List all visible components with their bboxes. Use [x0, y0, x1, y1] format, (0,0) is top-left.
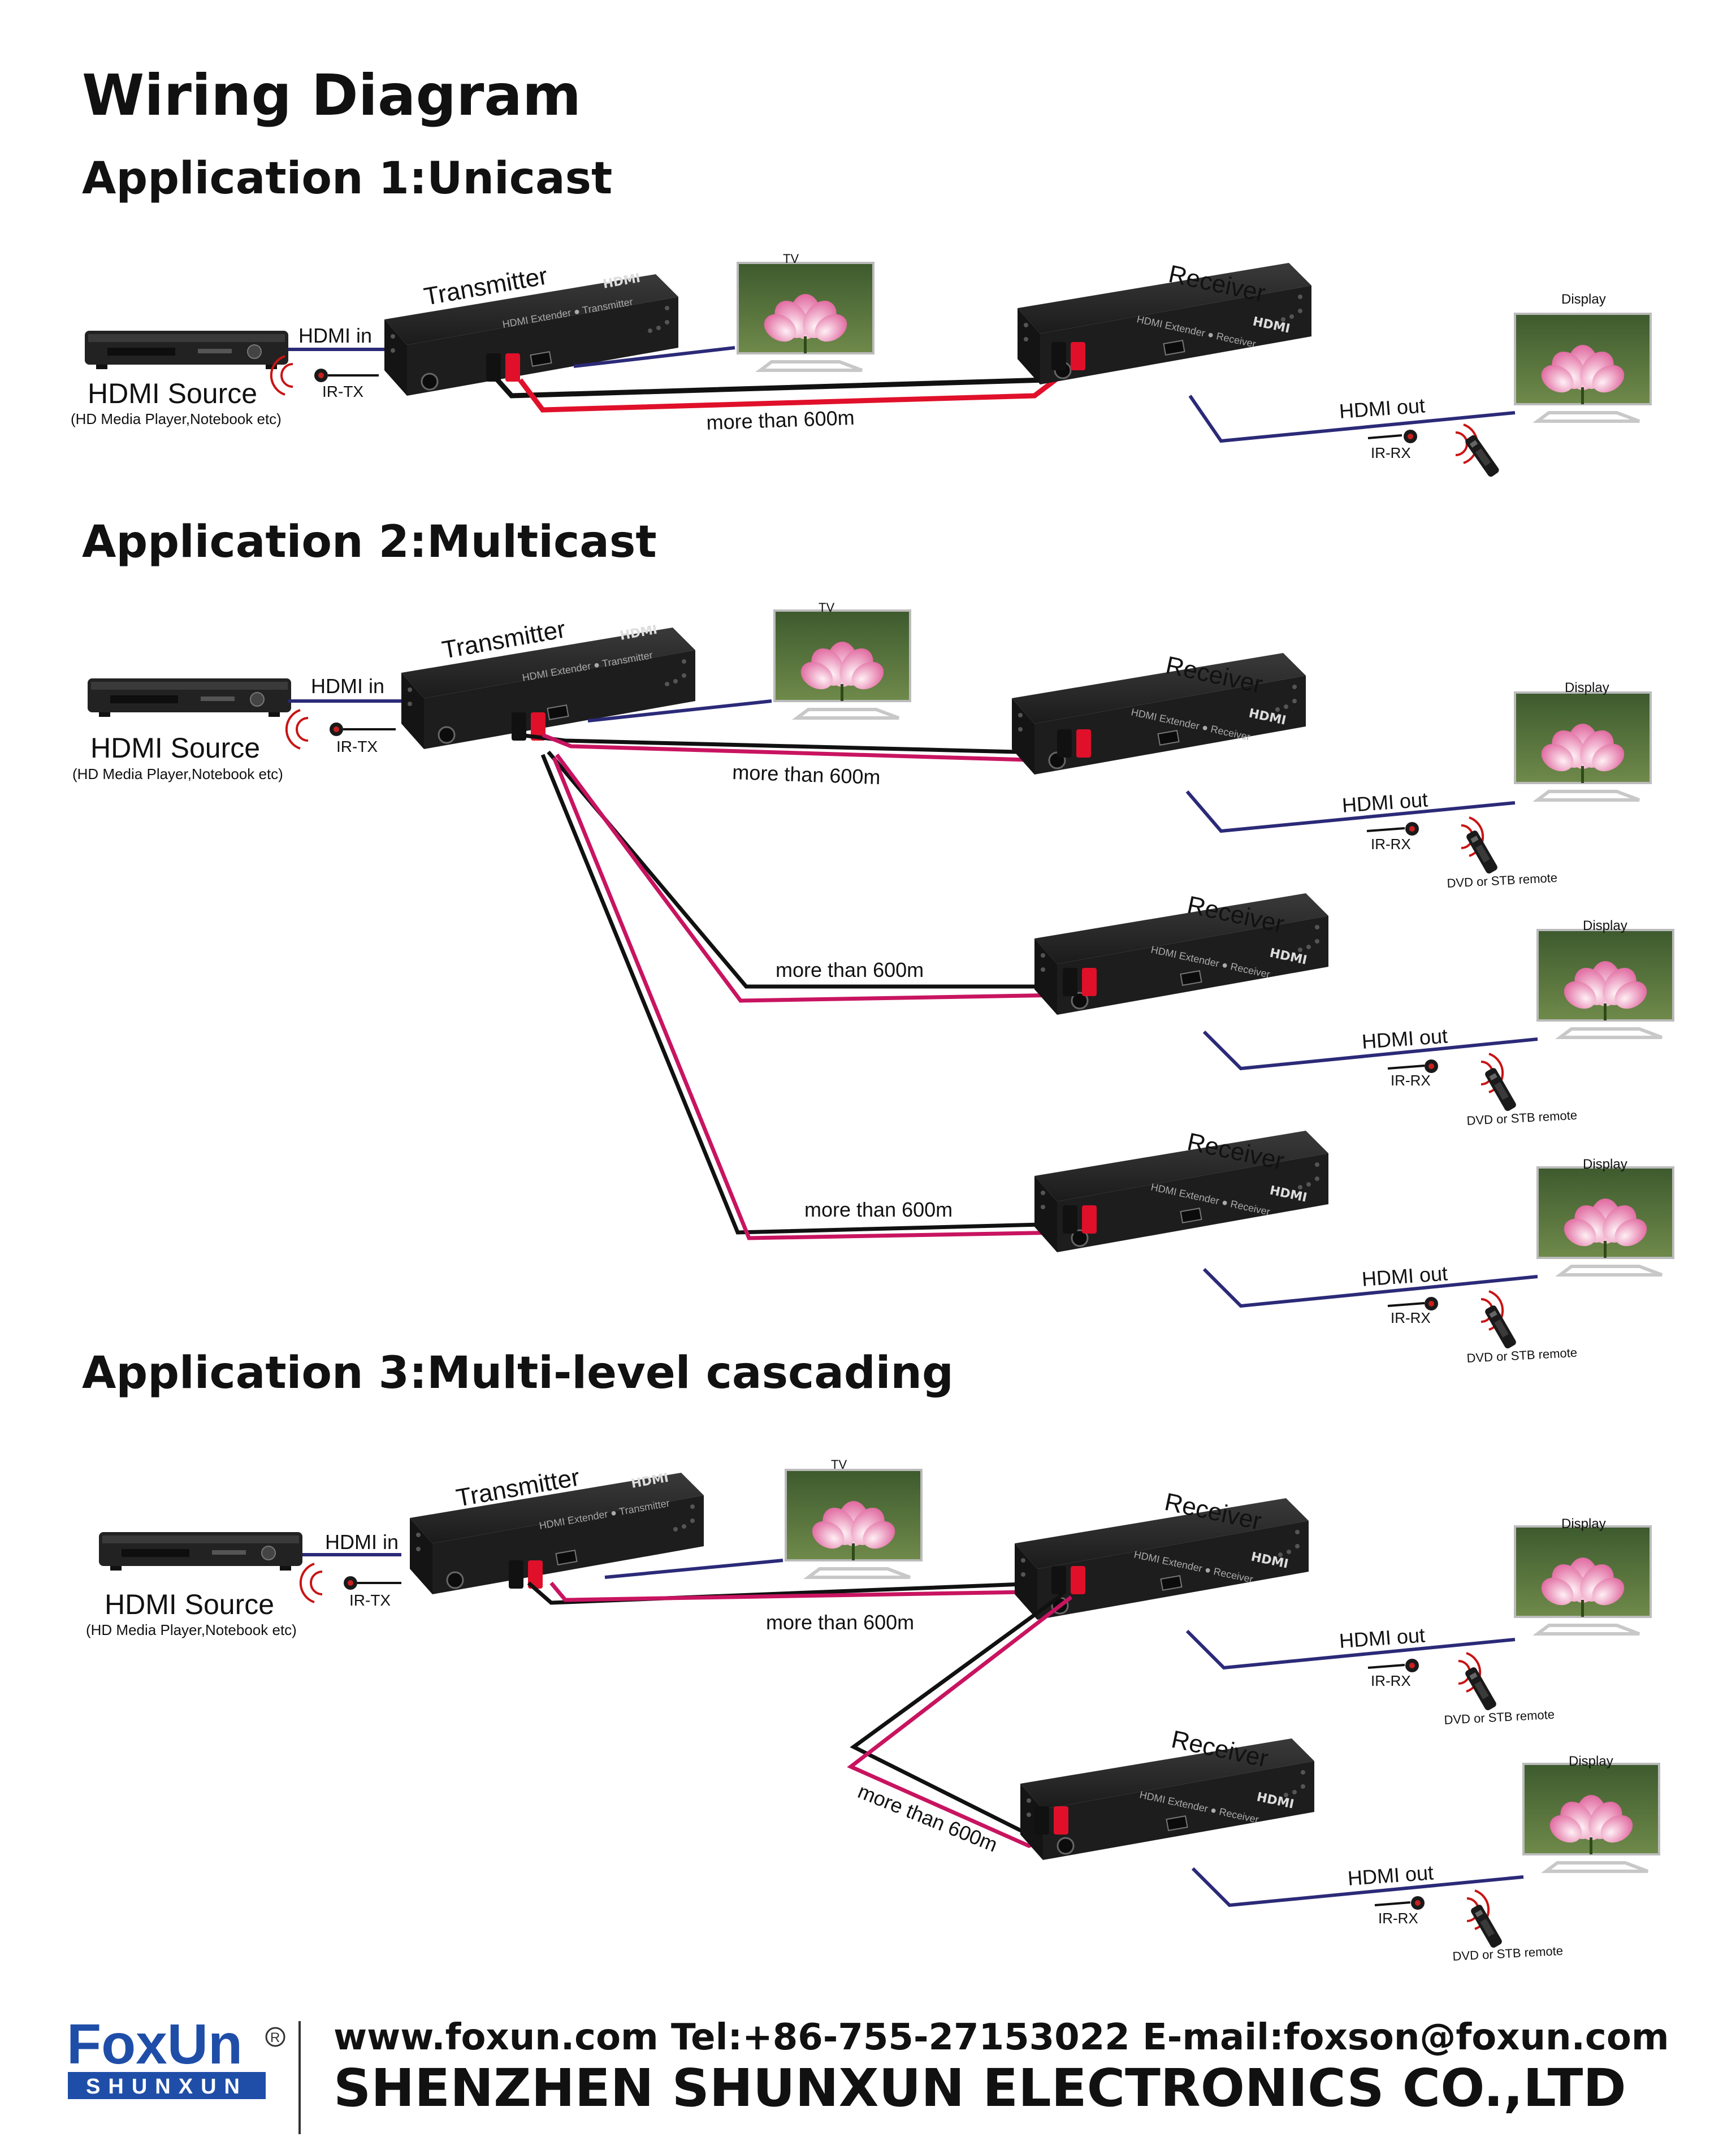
tv-screen: [738, 263, 873, 370]
svg-text:Display: Display: [1565, 680, 1609, 695]
svg-text:DVD or STB remote: DVD or STB remote: [1452, 1944, 1564, 1963]
svg-text:Display: Display: [1569, 1754, 1613, 1769]
svg-text:TV: TV: [819, 600, 834, 615]
page-title: Wiring Diagram: [82, 62, 581, 128]
app3-heading: Application 3:Multi-level cascading: [82, 1348, 954, 1399]
display-screen-3a: [1515, 1526, 1651, 1634]
svg-text:IR-RX: IR-RX: [1371, 444, 1411, 461]
display-screen-3b: [1523, 1764, 1659, 1871]
app2-diagram: HDMI in IR-TX HDMI Source (HD Media Play…: [72, 600, 1673, 1365]
display-screen-2c: [1538, 1167, 1673, 1275]
svg-text:Display: Display: [1561, 1516, 1606, 1532]
display-screen-2b: [1538, 930, 1673, 1037]
svg-text:HDMI Source: HDMI Source: [90, 732, 260, 764]
svg-text:more than 600m: more than 600m: [776, 958, 924, 981]
svg-text:more than 600m: more than 600m: [766, 1611, 914, 1634]
company-name: SHENZHEN SHUNXUN ELECTRONICS CO.,LTD: [334, 2058, 1626, 2118]
svg-text:more than 600m: more than 600m: [855, 1779, 1001, 1856]
svg-text:IR-RX: IR-RX: [1371, 1672, 1411, 1689]
app2-heading: Application 2:Multicast: [82, 517, 657, 568]
remote-2b: [1484, 1067, 1518, 1113]
svg-text:(HD Media Player,Notebook etc): (HD Media Player,Notebook etc): [86, 1621, 297, 1638]
hdmi-source-sublabel: (HD Media Player,Notebook etc): [71, 410, 282, 427]
svg-text:DVD or STB remote: DVD or STB remote: [1444, 1707, 1555, 1727]
svg-text:IR-RX: IR-RX: [1391, 1072, 1431, 1089]
svg-text:DVD or STB remote: DVD or STB remote: [1466, 1108, 1578, 1128]
hdmi-out-label: HDMI out: [1339, 393, 1426, 423]
app3-diagram: HDMI in IR-TX HDMI Source (HD Media Play…: [86, 1457, 1659, 1963]
svg-text:HDMI in: HDMI in: [311, 674, 384, 698]
display-label: Display: [1561, 292, 1606, 307]
display-screen: [1515, 314, 1651, 421]
svg-text:HDMI in: HDMI in: [325, 1530, 399, 1554]
remote-control: [1464, 434, 1500, 478]
hdmi-source-player-2: [87, 678, 292, 717]
svg-text:IR-TX: IR-TX: [349, 1591, 391, 1609]
distance-label: more than 600m: [706, 406, 855, 434]
footer: FoxUn R SHUNXUN www.foxun.com Tel:+86-75…: [67, 2013, 1669, 2134]
remote-3b: [1470, 1904, 1504, 1949]
tv-screen-2: [774, 611, 910, 718]
registered-mark: R: [270, 2030, 280, 2045]
hdmi-in-label: HDMI in: [298, 324, 372, 347]
svg-text:more than 600m: more than 600m: [732, 760, 881, 789]
ir-tx-label: IR-TX: [322, 383, 363, 400]
remote-2c: [1484, 1304, 1518, 1350]
tv-label: TV: [783, 252, 799, 266]
hdmi-source-label: HDMI Source: [88, 378, 257, 409]
svg-text:TV: TV: [831, 1457, 847, 1472]
app1-diagram: HDMI in IR-TX HDMI Source (HD Media Play…: [71, 252, 1651, 478]
svg-text:Display: Display: [1583, 918, 1627, 933]
app1-heading: Application 1:Unicast: [82, 153, 612, 204]
display-screen-2a: [1515, 693, 1651, 800]
svg-text:IR-RX: IR-RX: [1371, 836, 1411, 853]
brand-sub: SHUNXUN: [86, 2075, 248, 2099]
svg-text:DVD or STB remote: DVD or STB remote: [1447, 871, 1558, 890]
svg-text:HDMI Source: HDMI Source: [105, 1589, 274, 1620]
svg-text:DVD or STB remote: DVD or STB remote: [1466, 1346, 1578, 1365]
svg-text:IR-RX: IR-RX: [1378, 1910, 1418, 1927]
tv-screen-3: [786, 1470, 921, 1577]
svg-text:IR-TX: IR-TX: [336, 738, 378, 755]
svg-text:IR-RX: IR-RX: [1391, 1309, 1431, 1326]
contact-line: www.foxun.com Tel:+86-755-27153022 E-mai…: [334, 2017, 1669, 2058]
hdmi-source-player: [84, 330, 289, 370]
svg-text:more than 600m: more than 600m: [804, 1198, 953, 1221]
brand-logo: FoxUn: [67, 2013, 243, 2076]
hdmi-source-player-3: [98, 1532, 303, 1571]
svg-text:Display: Display: [1583, 1157, 1627, 1172]
svg-text:(HD Media Player,Notebook etc): (HD Media Player,Notebook etc): [72, 765, 283, 782]
